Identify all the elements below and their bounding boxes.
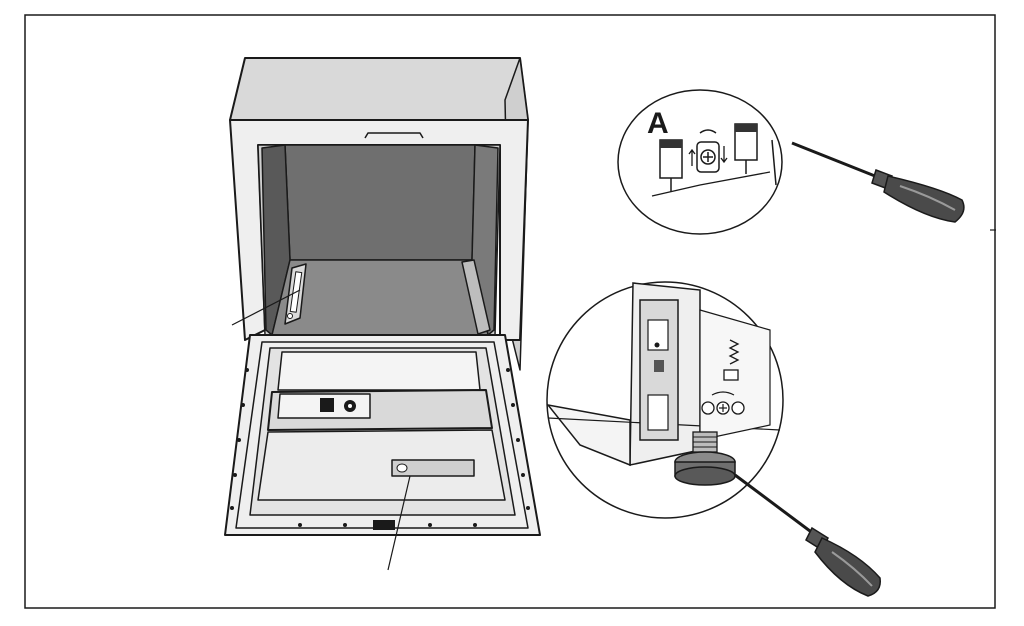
door-screws [230, 368, 530, 527]
screwdriver-top-grip [899, 185, 956, 211]
inset-bottom [546, 281, 784, 519]
screwdriver-bottom-icon [734, 473, 881, 597]
bracket-left-top [660, 140, 682, 148]
screwdriver-bottom-grip [831, 551, 873, 587]
dispenser-switch [320, 398, 334, 412]
rating-plate [391, 459, 475, 477]
cabinet-top [229, 57, 529, 121]
screwdriver-bottom-handle [814, 537, 881, 597]
tub-back-wall [284, 144, 476, 261]
dishwasher [224, 57, 541, 571]
rating-plate-hole [396, 463, 408, 473]
spring-icon [728, 339, 740, 365]
top-lip [364, 132, 424, 139]
weight-icon [723, 369, 739, 381]
door-upper-recess [277, 351, 481, 391]
screwdriver-top-icon [791, 141, 965, 223]
inset-top-baseline [651, 171, 771, 197]
arrow-up-icon [688, 148, 696, 166]
hinge-slot-bottom [647, 394, 669, 431]
arrow-down-icon [720, 146, 728, 164]
inset-top-edge [771, 139, 777, 186]
inset-label-a: A [647, 107, 669, 140]
left-rail-hole [287, 313, 293, 319]
cabinet-corner-side [546, 403, 631, 467]
hinge-slot-top [647, 319, 669, 351]
rotate-arrow-icon [699, 129, 717, 134]
foot-nut-bottom [674, 466, 736, 486]
door-lower-recess [257, 429, 506, 501]
screwdriver-top-shaft [791, 141, 886, 182]
door-latch [373, 520, 395, 530]
leader-line-left [231, 289, 301, 326]
bracket-right-top [735, 124, 757, 132]
inset-top: A [617, 89, 783, 235]
symbol-left-icon [701, 401, 715, 415]
hinge-tab [654, 360, 664, 372]
rotate-arrow-small-icon [711, 391, 735, 396]
hinge-dot [654, 342, 660, 348]
dispenser-knob-center [348, 404, 352, 408]
right-rail [461, 259, 491, 335]
door-gasket [235, 341, 529, 529]
symbol-right-icon [731, 401, 745, 415]
screwdriver-bottom-shaft [734, 473, 823, 542]
leader-line-bottom [387, 475, 411, 571]
foot-thread-lines [693, 436, 717, 448]
